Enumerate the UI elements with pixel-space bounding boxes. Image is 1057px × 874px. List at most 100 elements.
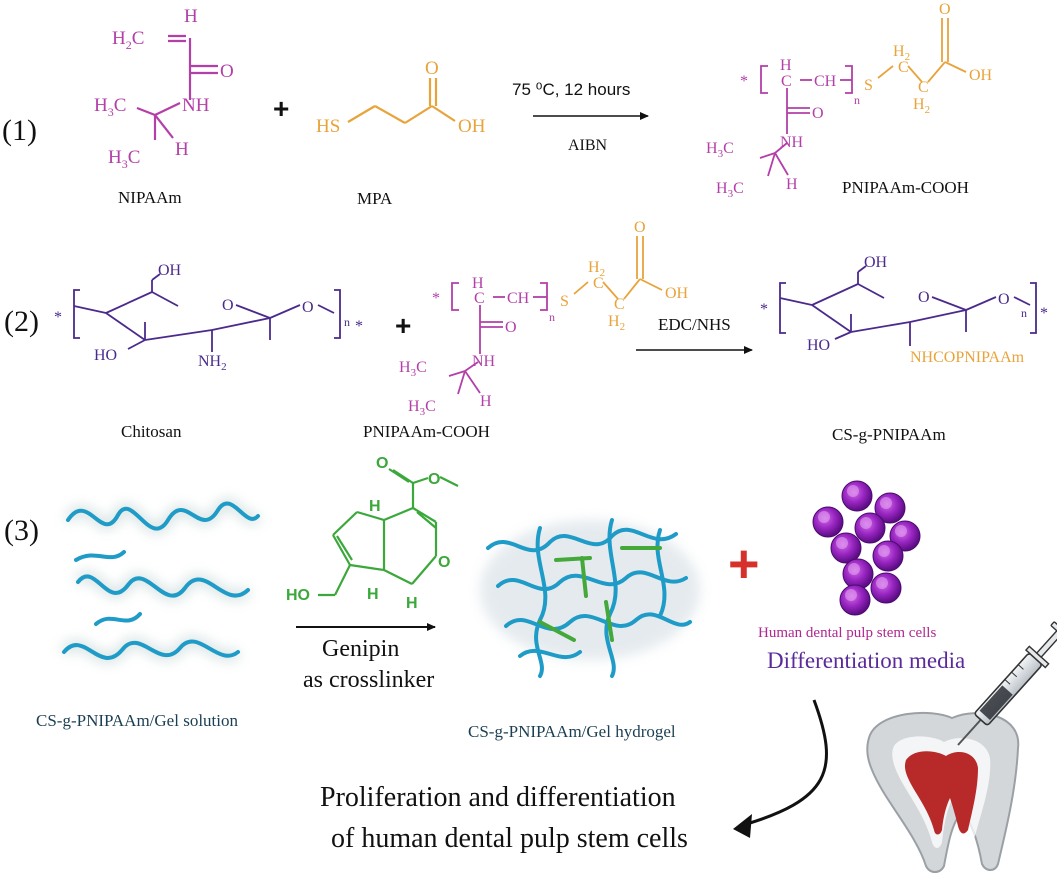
step-number-3: (3) (4, 514, 39, 547)
reactant-ch2b: H2 (608, 313, 625, 333)
reactant-h1: H (472, 275, 484, 292)
pnipaam-cooh-product: * H C CH n S H2 C C H2 O OH O NH H3C H3C… (706, 1, 993, 200)
reactant-nh: NH (472, 353, 496, 370)
nipaam-structure (136, 34, 218, 140)
chitosan-structure (73, 273, 341, 352)
stem-cells-cluster (812, 480, 921, 616)
chitosan-ho: HO (94, 347, 117, 364)
tooth-icon (866, 711, 1020, 873)
pnipaam-ca: C (898, 59, 909, 76)
hydrogel-label: CS-g-PNIPAAm/Gel hydrogel (468, 722, 676, 741)
csg-oh-top: OH (864, 254, 888, 271)
pnipaam-h3c-top: H3C (706, 140, 734, 160)
reactant-h-bot: H (480, 393, 492, 410)
genipin-h3: H (406, 595, 418, 612)
cs-g-pnipaam-atoms: * OH O O n * HO (760, 254, 1048, 354)
stem-cell (854, 512, 886, 544)
mpa-structure (347, 78, 456, 124)
reactant-oh: OH (665, 285, 689, 302)
conditions-temp-time: 75 ⁰C, 12 hours (512, 80, 630, 99)
reactant-star: * (432, 290, 440, 307)
reactant-o-amide: O (505, 319, 517, 336)
step-number-2: (2) (4, 305, 39, 338)
syringe-icon (957, 621, 1057, 746)
pnipaam-ch2b: H2 (913, 96, 930, 116)
chitosan-n: n (344, 315, 350, 329)
pnipaam-nh: NH (780, 134, 804, 151)
nipaam-h3c-top: H3C (94, 95, 126, 119)
stem-cell (830, 532, 862, 564)
genipin-o-carbonyl: O (376, 455, 388, 472)
nipaam-atoms: H H2C O NH H3C H3C H (94, 6, 234, 171)
step-1: (1) H H2C O NH H3C H3C H NIPAAm + (2, 1, 993, 208)
chitosan-oh-top: OH (158, 262, 182, 279)
reactant-ch: CH (507, 290, 530, 307)
csg-star-right: * (1040, 305, 1048, 322)
result-line-1: Proliferation and differentiation (320, 782, 676, 813)
chitosan-star-left: * (54, 309, 62, 326)
conditions-initiator: AIBN (568, 137, 608, 154)
reactant-h3c-bot: H3C (408, 398, 436, 418)
pnipaam-cb: C (918, 79, 929, 96)
plus-3: + (728, 534, 760, 594)
stem-cell (812, 506, 844, 538)
reagent-edc-nhs: EDC/NHS (658, 315, 731, 334)
pnipaam-oh: OH (969, 67, 993, 84)
nipaam-h-bot: H (175, 139, 189, 160)
csg-o-ring: O (918, 289, 930, 306)
genipin-o-ether: O (428, 471, 440, 488)
chitosan-o-ring: O (222, 297, 234, 314)
pnipaam-h1: H (780, 57, 792, 74)
crosslinker-line-2: as crosslinker (303, 667, 434, 693)
pnipaam-s: S (864, 77, 873, 94)
genipin-ho: HO (286, 587, 310, 604)
result-line-2: of human dental pulp stem cells (331, 823, 688, 854)
pnipaam-n: n (854, 93, 860, 107)
stem-cell (872, 540, 904, 572)
genipin-atoms: O O O H H H HO (286, 455, 450, 612)
mpa-hs: HS (316, 116, 340, 137)
hydrogel-network (480, 518, 700, 678)
pnipaam-h-bot: H (786, 176, 798, 193)
genipin-h1: H (369, 498, 381, 515)
polymer-solution-chains (60, 498, 262, 663)
nipaam-label: NIPAAm (118, 188, 182, 207)
pnipaam-h3c-bot: H3C (716, 180, 744, 200)
chitosan-atoms: * OH O O n * HO NH2 (54, 262, 363, 373)
genipin-o-ring: O (438, 554, 450, 571)
pnipaam-c1: C (781, 73, 792, 90)
pnipaam-cooh-reactant: * H C CH n S H2 C C H2 O OH O NH H3C H3C… (363, 219, 689, 441)
step-2: (2) * OH O O n * H (4, 219, 1048, 444)
nipaam-o: O (220, 61, 234, 82)
csg-n: n (1021, 306, 1027, 320)
crosslinker-line-1: Genipin (322, 636, 399, 662)
nipaam-h3c-bot: H3C (108, 147, 140, 171)
cs-g-pnipaam-label: CS-g-PNIPAAm (832, 425, 946, 444)
plus-2: + (395, 310, 411, 341)
nipaam-h2c: H2C (112, 28, 144, 52)
csg-graft-label: NHCOPNIPAAm (910, 349, 1025, 366)
genipin-structure (318, 468, 459, 597)
pnipaam-o: O (939, 1, 951, 18)
stem-cell (889, 520, 921, 552)
reactant-s: S (560, 293, 569, 310)
csg-ho: HO (807, 337, 830, 354)
chitosan-o-link: O (302, 299, 314, 316)
delivery-curve (739, 699, 828, 828)
mpa-o: O (425, 58, 439, 79)
csg-o-link: O (998, 291, 1010, 308)
pnipaam-ch: CH (814, 73, 837, 90)
reactant-n: n (549, 310, 555, 324)
reactant-ca: C (593, 275, 604, 292)
stem-cell (874, 492, 906, 524)
genipin-h2: H (367, 586, 379, 603)
reactant-c1: C (474, 290, 485, 307)
mpa-atoms: HS OH O (316, 58, 486, 137)
cs-g-pnipaam-structure (779, 265, 1037, 346)
delivery-arrowhead (733, 814, 752, 838)
nipaam-nh: NH (182, 95, 210, 116)
reactant-ch2a: H2 (588, 259, 605, 279)
csg-star-left: * (760, 301, 768, 318)
